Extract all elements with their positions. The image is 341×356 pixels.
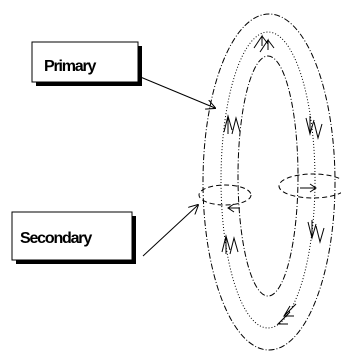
secondary-leader-line <box>142 205 198 257</box>
secondary-label-text: Secondary <box>20 230 92 247</box>
primary-winding <box>198 184 252 206</box>
inner-ring <box>237 55 299 297</box>
primary-label: Primary <box>31 41 142 86</box>
flux-arrows <box>221 34 325 325</box>
outer-ring <box>202 13 336 351</box>
secondary-winding <box>278 173 341 199</box>
primary-label-text: Primary <box>44 58 96 75</box>
flux-path-dotted <box>220 31 316 329</box>
primary-leader-line <box>137 75 215 108</box>
secondary-label: Secondary <box>11 211 136 264</box>
